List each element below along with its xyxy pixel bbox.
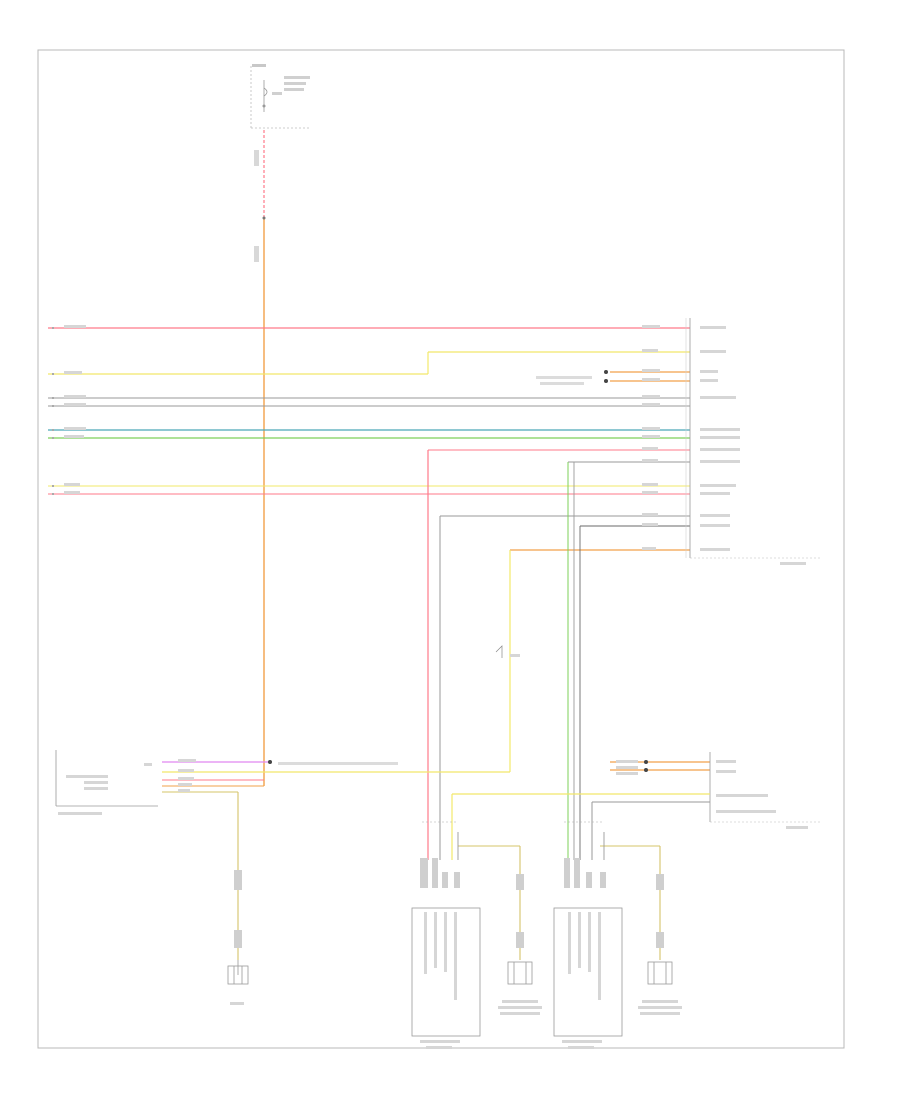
leveling-connector [610,752,820,829]
drop-wires [264,450,581,860]
bus-wires [48,327,690,551]
right-headlamp-assembly [411,821,524,1049]
left-fog-lamp [638,961,682,1015]
left-pin-markers [52,327,54,495]
right-connector-block [685,318,820,565]
left-headlamp-assembly [553,821,664,1049]
switch-tags [178,759,196,792]
top-fuse-block [250,64,310,129]
right-fog-lamp [498,961,542,1015]
ground-lamp-left [227,960,249,1005]
light-switch [55,750,158,815]
right-wire-tags [642,325,660,550]
left-wire-tags [64,325,86,494]
